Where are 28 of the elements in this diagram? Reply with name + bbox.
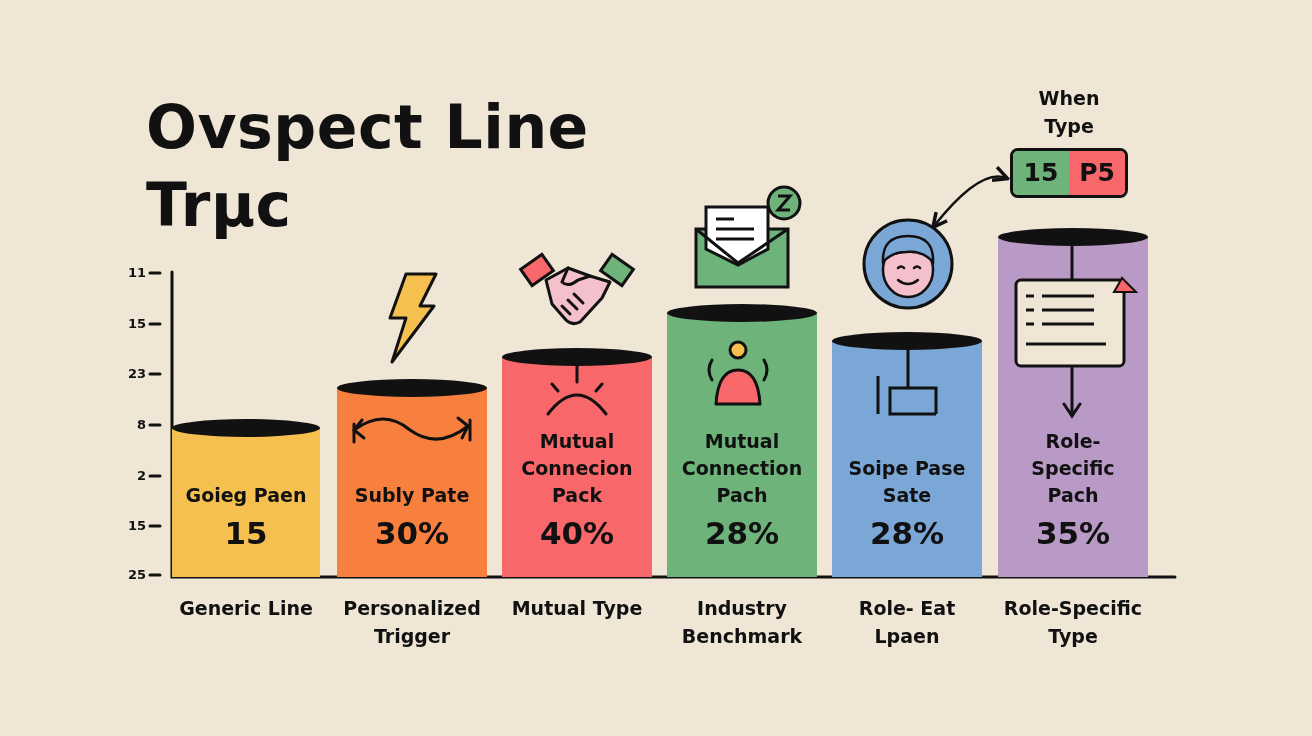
bar-label: Role- Specific Pach [1030, 429, 1116, 508]
category-label: Mutual Type [510, 596, 644, 621]
bar-label: Soipe Pase Sate [847, 456, 967, 508]
category-label: Personalized Trigger [342, 596, 482, 649]
bar-value: 40% [539, 514, 615, 553]
axis-tick-label: 8 [135, 417, 146, 433]
axis-tick-label: 11 [126, 265, 146, 281]
score-badge: 15 P5 [1010, 148, 1128, 198]
axis-tick-label: 23 [126, 366, 146, 382]
bar-label: Mutual Connection Pach [680, 429, 804, 508]
axis-tick-label: 2 [135, 468, 146, 484]
title: Ovspect Line Trμc [146, 91, 590, 242]
category-label: Generic Line [178, 596, 314, 621]
bar-value: 15 [224, 514, 268, 553]
bar-value: 30% [374, 514, 450, 553]
bar-label: Subly Pate [353, 483, 471, 508]
bar-value: 35% [1035, 514, 1111, 553]
bar-value: 28% [704, 514, 780, 553]
bar-label: Mutual Connecion Pack [520, 429, 634, 508]
badge-heading: When Type [1037, 86, 1101, 139]
bar-value: 28% [869, 514, 945, 553]
category-label: Role-Specific Type [1002, 596, 1144, 649]
category-label: Industry Benchmark [680, 596, 804, 649]
axis-tick-label: 15 [126, 518, 146, 534]
category-label: Role- Eat Lpaen [857, 596, 957, 649]
axis-tick-label: 25 [126, 567, 146, 583]
bar-label: Goieg Paen [184, 483, 308, 508]
axis-tick-label: 15 [126, 316, 146, 332]
